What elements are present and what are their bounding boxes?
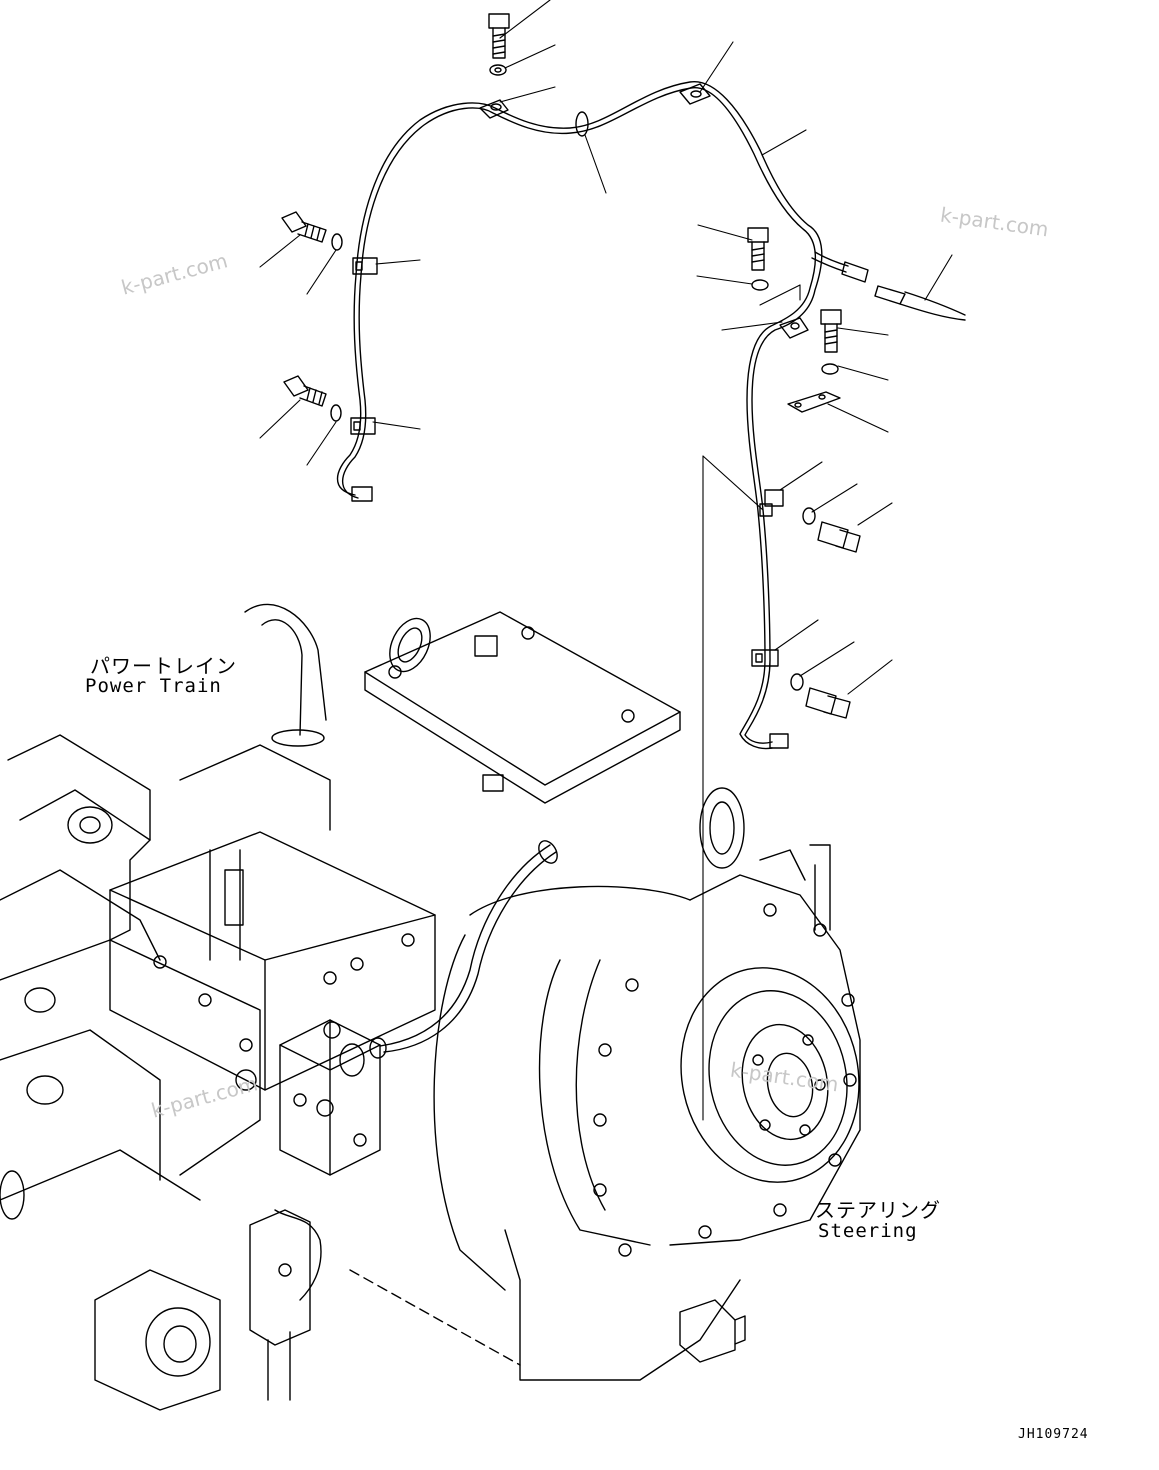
drawing-code: JH109724 — [1018, 1427, 1089, 1442]
routing-line — [703, 285, 800, 1120]
power-train-assembly — [0, 604, 879, 1410]
leader-lines — [260, 0, 952, 694]
steering-label-en: Steering — [818, 1220, 918, 1242]
steering-label-jp: ステアリング — [815, 1198, 941, 1222]
harness-clamps — [351, 84, 965, 748]
wire-harness — [338, 82, 849, 749]
power-train-label-en: Power Train — [85, 675, 222, 697]
bolts — [282, 14, 860, 718]
power-train-label-jp: パワートレイン — [90, 654, 237, 678]
